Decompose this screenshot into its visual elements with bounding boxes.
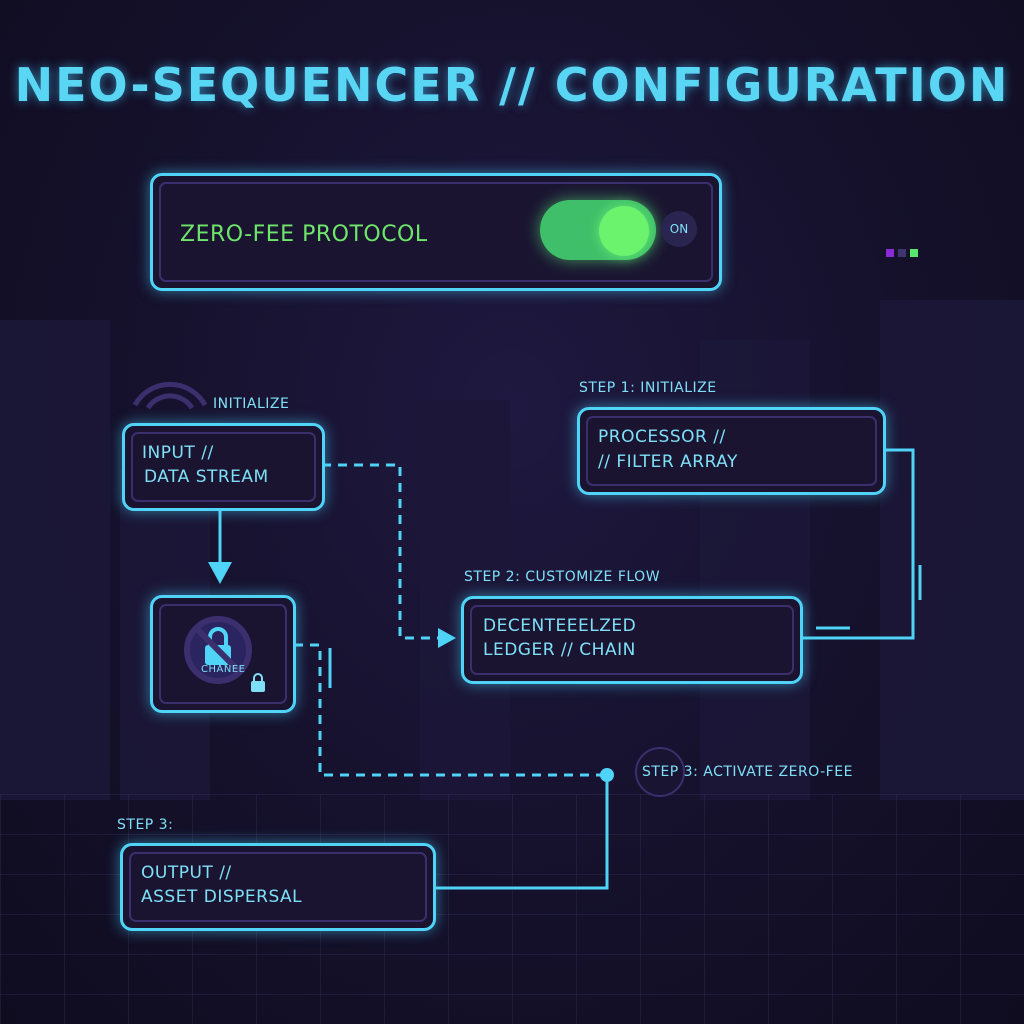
processor-step-label: STEP 1: INITIALIZE [579, 380, 717, 396]
background-building [880, 300, 1024, 800]
indicator-dots [886, 242, 922, 261]
lock-caption: CHANEE [201, 664, 246, 675]
input-node[interactable] [122, 423, 325, 511]
input-step-label: INITIALIZE [213, 396, 290, 412]
ledger-node-line1: DECENTEEELZED [483, 616, 637, 636]
blocked-lock-icon [184, 616, 252, 684]
ledger-node-line2: LEDGER // CHAIN [483, 640, 636, 660]
lock-icon [251, 673, 265, 692]
activate-step-label: STEP 3: ACTIVATE ZERO-FEE [642, 764, 853, 780]
page-title: NEO-SEQUENCER // CONFIGURATION [14, 58, 1010, 112]
output-step-label: STEP 3: [117, 817, 174, 833]
toggle-state-badge: ON [661, 211, 697, 247]
input-node-line1: INPUT // [142, 443, 214, 463]
toggle-knob[interactable] [599, 206, 649, 256]
input-node-line2: DATA STREAM [144, 467, 269, 487]
ledger-node[interactable] [461, 596, 803, 684]
output-node[interactable] [120, 843, 436, 931]
processor-node-line2: // FILTER ARRAY [598, 452, 738, 472]
toggle-label: ZERO-FEE PROTOCOL [180, 222, 428, 247]
background-building [0, 320, 110, 800]
output-node-line2: ASSET DISPERSAL [141, 887, 303, 907]
processor-node[interactable] [577, 407, 886, 495]
output-node-line1: OUTPUT // [141, 863, 232, 883]
ledger-step-label: STEP 2: CUSTOMIZE FLOW [464, 569, 661, 585]
processor-node-line1: PROCESSOR // [598, 427, 726, 447]
